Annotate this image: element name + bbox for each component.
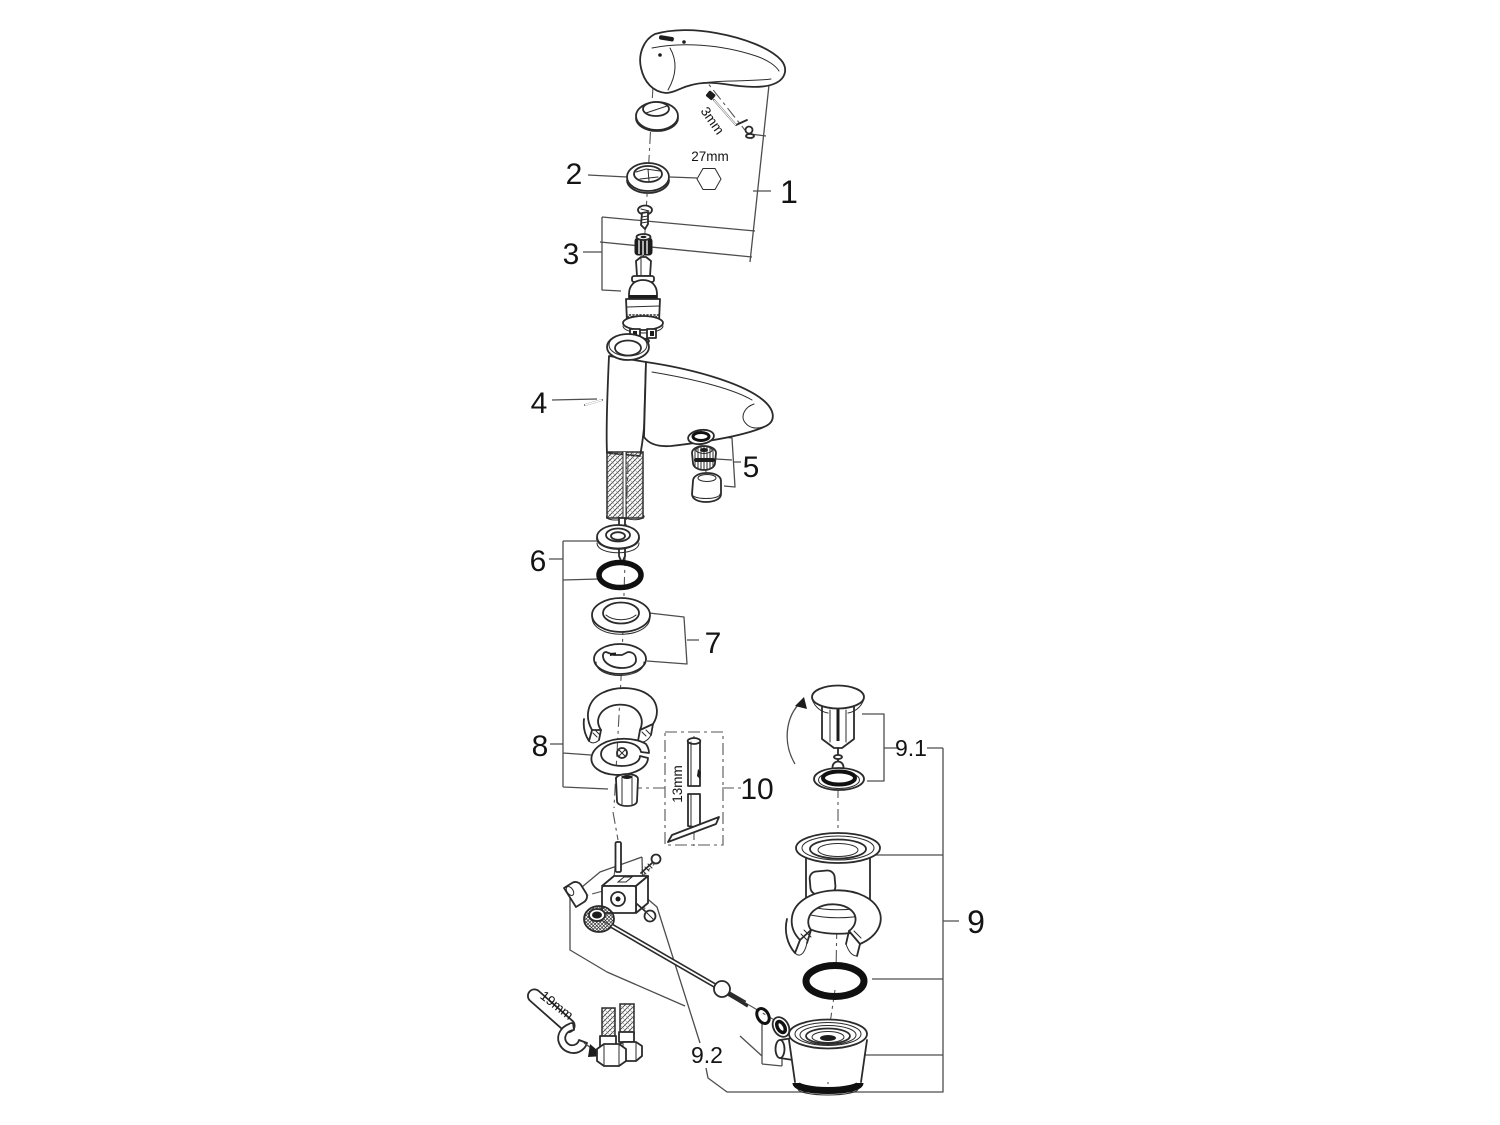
label-27mm: 27mm <box>691 149 729 164</box>
callout-6: 6 <box>530 545 547 578</box>
callout-5: 5 <box>743 451 760 484</box>
part-socket-tool <box>667 737 720 843</box>
centerline-axes <box>569 71 839 1094</box>
part-ring-nut <box>626 162 670 194</box>
set-screw <box>705 90 716 101</box>
part-plug-seal <box>813 767 865 791</box>
part-cartridge-screw <box>637 204 653 230</box>
part-faucet-body <box>584 333 774 457</box>
part-mounting-nut <box>615 773 639 807</box>
part-handle-lever <box>639 29 787 94</box>
part-aerator <box>687 428 722 503</box>
part-set-screw-and-allen-key <box>705 90 755 139</box>
part-base-washer-top <box>591 597 651 635</box>
part-escutcheon-ring <box>596 524 640 554</box>
part-base-washer-keyed <box>593 643 647 676</box>
callout-8: 8 <box>532 730 549 763</box>
part-o-ring-base <box>596 559 644 591</box>
part-cartridge <box>622 256 664 345</box>
rotate-arrow <box>795 697 807 709</box>
callout-brackets <box>549 48 959 1093</box>
tool-19mm-wrench <box>527 988 604 1057</box>
callout-1: 1 <box>780 174 798 210</box>
part-cartridge-cap-nut <box>634 233 653 256</box>
callout-2: 2 <box>566 158 583 191</box>
part-popup-plug <box>786 684 865 774</box>
rod-washer <box>771 1016 791 1038</box>
callout-10: 10 <box>740 773 773 806</box>
part-supply-hoses <box>596 1003 643 1067</box>
part-waste-body <box>774 1018 868 1096</box>
callout-9-2: 9.2 <box>691 1042 723 1068</box>
part-threaded-shank <box>606 451 645 564</box>
rod-o-ring <box>755 1007 771 1025</box>
handle-slot <box>658 35 674 42</box>
part-dome-cap <box>635 101 679 132</box>
callout-9: 9 <box>967 904 985 940</box>
part-mounting-wedge <box>582 687 658 744</box>
label-13mm: 13mm <box>670 765 685 803</box>
part-popup-rod-assembly <box>563 841 791 1038</box>
callout-3: 3 <box>563 238 580 271</box>
part-drain-o-ring <box>802 962 868 1000</box>
callout-4: 4 <box>531 387 548 420</box>
callout-7: 7 <box>705 627 722 660</box>
valve-plug <box>563 881 588 908</box>
part-drain-wedge <box>784 889 882 957</box>
part-horseshoe-washer <box>590 737 650 776</box>
callout-9-1: 9.1 <box>895 735 927 761</box>
hex-27mm-icon <box>696 168 722 190</box>
